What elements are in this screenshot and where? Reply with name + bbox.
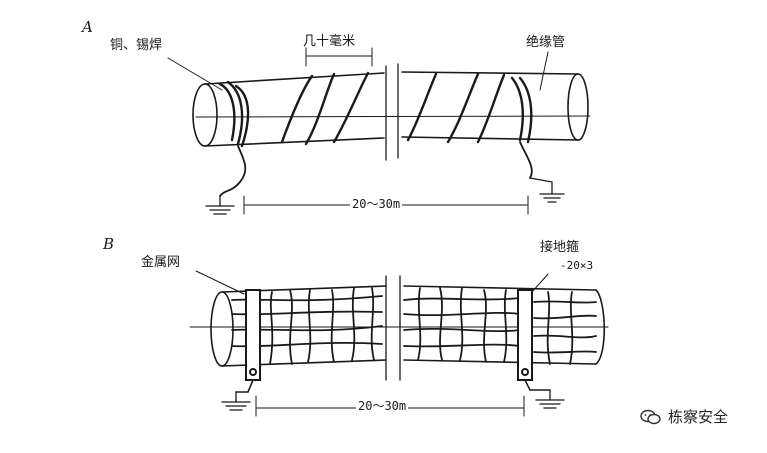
panel-b-ground-right (535, 389, 565, 409)
label-metal-mesh: 金属网 (141, 255, 181, 270)
watermark: 栋察安全 (640, 406, 728, 427)
dimension-a: 20～30m (350, 196, 403, 212)
label-grounding-hoop-size: -20×3 (560, 259, 594, 272)
label-insulating-tube: 绝缘管 (526, 35, 566, 50)
panel-a-ground-right (529, 177, 565, 203)
label-spacing-tens-of-mm: 几十毫米 (303, 34, 356, 49)
label-grounding-hoop: 接地箍 (540, 240, 580, 255)
label-copper-tin-solder: 铜、锡焊 (110, 38, 163, 53)
panel-a-pipe (192, 63, 591, 161)
panel-b-clamp-right (517, 289, 551, 391)
panel-a-letter: A (82, 18, 93, 36)
panel-b-clamp-left (235, 289, 261, 393)
watermark-text: 栋察安全 (668, 408, 729, 426)
panel-b-metal-mesh (231, 287, 597, 365)
wechat-logo-icon (640, 409, 661, 424)
dimension-b: 20～30m (356, 398, 409, 414)
panel-a-ground-left (205, 195, 235, 215)
panel-b-ground-left (221, 391, 251, 411)
panel-a-helical-wire (218, 71, 533, 197)
panel-b-letter: B (103, 235, 115, 253)
